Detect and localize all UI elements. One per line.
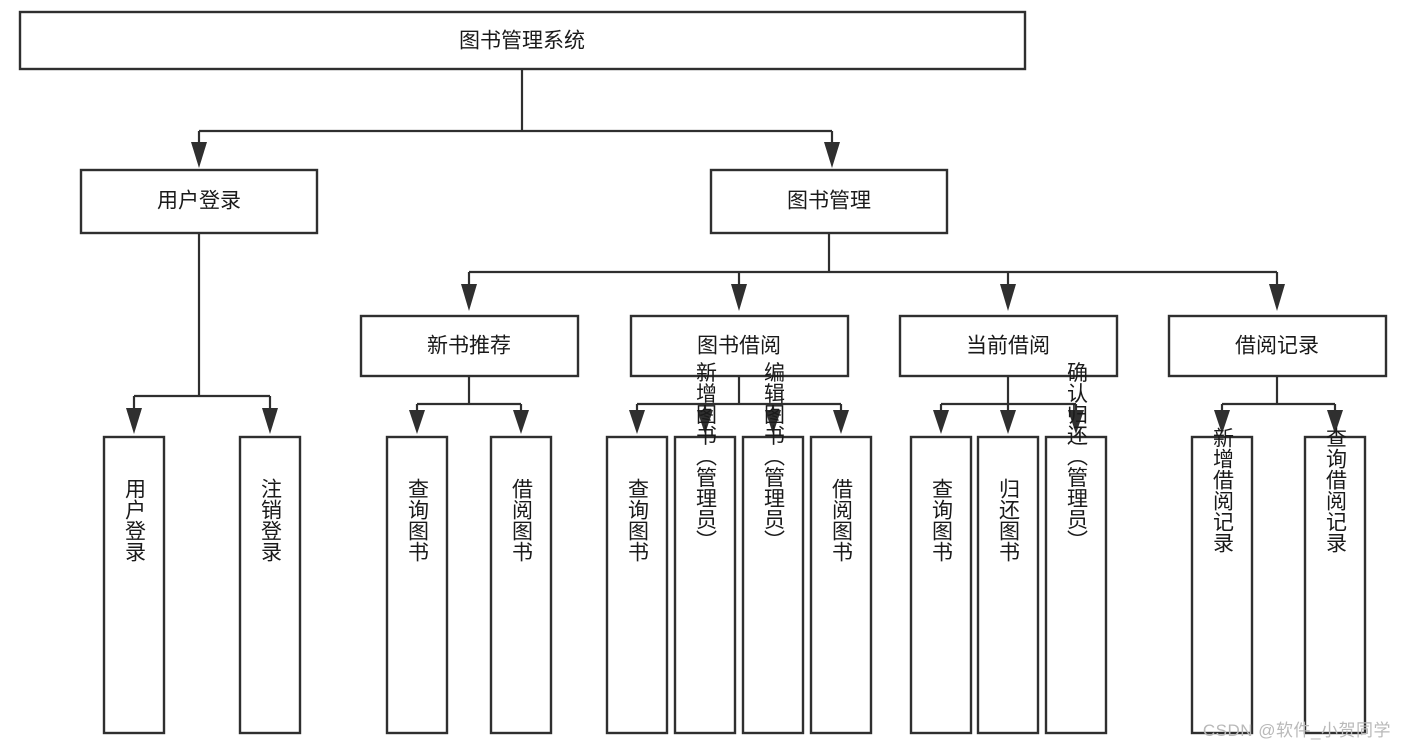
node-borrow-record[interactable]: 借阅记录 [1167, 314, 1388, 378]
arrow-head-icon [1214, 410, 1230, 434]
leaf-edit-book-admin-label: 编辑图书（管理员） [762, 362, 786, 551]
leaf-return-book-box[interactable] [976, 435, 1040, 735]
leaf-query-book-1[interactable]: 查询图书 [385, 435, 449, 735]
connector-layer [126, 69, 1343, 434]
arrow-head-icon [1327, 410, 1343, 434]
node-book-management-label: 图书管理 [787, 190, 871, 213]
leaf-add-book-admin-box[interactable] [673, 435, 737, 735]
leaf-borrow-book-2-label: 借阅图书 [830, 478, 854, 562]
arrow-head-icon [824, 142, 840, 168]
node-book-management[interactable]: 图书管理 [709, 168, 949, 235]
leaf-add-borrow-record[interactable]: 新增借阅记录 [1190, 427, 1254, 735]
leaf-add-borrow-record-label: 新增借阅记录 [1211, 427, 1235, 553]
leaf-query-book-2-box[interactable] [605, 435, 669, 735]
node-user-login-box[interactable] [79, 168, 319, 235]
node-new-book-recommend[interactable]: 新书推荐 [359, 314, 580, 378]
arrow-head-icon [262, 408, 278, 434]
node-book-borrow-label: 图书借阅 [697, 335, 781, 358]
leaf-confirm-return-admin[interactable]: 确认归还（管理员） [1044, 362, 1108, 735]
leaf-borrow-book-2-box[interactable] [809, 435, 873, 735]
leaf-query-book-1-label: 查询图书 [406, 478, 430, 562]
leaf-user-login-box[interactable] [102, 435, 166, 735]
node-current-borrow-box[interactable] [898, 314, 1119, 378]
leaf-return-book[interactable]: 归还图书 [976, 435, 1040, 735]
arrow-head-icon [765, 410, 781, 434]
node-book-borrow-box[interactable] [629, 314, 850, 378]
leaf-user-login[interactable]: 用户登录 [102, 435, 166, 735]
arrow-head-icon [1000, 410, 1016, 434]
leaf-edit-book-admin-box[interactable] [741, 435, 805, 735]
node-user-login-label: 用户登录 [157, 190, 241, 213]
node-root-label: 图书管理系统 [459, 30, 585, 53]
leaf-query-book-2[interactable]: 查询图书 [605, 435, 669, 735]
arrow-head-icon [629, 410, 645, 434]
node-borrow-record-box[interactable] [1167, 314, 1388, 378]
leaf-logout-box[interactable] [238, 435, 302, 735]
leaf-edit-book-admin[interactable]: 编辑图书（管理员） [741, 362, 805, 735]
arrow-head-icon [513, 410, 529, 434]
arrow-head-icon [933, 410, 949, 434]
node-book-borrow[interactable]: 图书借阅 [629, 314, 850, 378]
leaf-query-book-3[interactable]: 查询图书 [909, 435, 973, 735]
arrow-head-icon [461, 284, 477, 311]
leaf-query-borrow-record-box[interactable] [1303, 435, 1367, 735]
arrow-head-icon [1068, 410, 1084, 434]
leaf-return-book-label: 归还图书 [997, 478, 1021, 562]
node-borrow-record-label: 借阅记录 [1235, 335, 1319, 358]
arrow-head-icon [191, 142, 207, 168]
leaf-borrow-book-2[interactable]: 借阅图书 [809, 435, 873, 735]
arrow-head-icon [1000, 284, 1016, 311]
arrow-head-icon [1269, 284, 1285, 311]
leaf-confirm-return-admin-box[interactable] [1044, 435, 1108, 735]
csdn-watermark: CSDN @软件_小贺同学 [1202, 721, 1391, 740]
leaf-query-book-1-box[interactable] [385, 435, 449, 735]
arrow-head-icon [126, 408, 142, 434]
leaf-borrow-book-1-box[interactable] [489, 435, 553, 735]
node-current-borrow-label: 当前借阅 [966, 335, 1050, 358]
node-root-box[interactable] [18, 10, 1027, 71]
leaf-query-book-2-label: 查询图书 [626, 478, 650, 562]
leaf-add-borrow-record-box[interactable] [1190, 435, 1254, 735]
arrow-head-icon [731, 284, 747, 311]
node-new-book-recommend-label: 新书推荐 [427, 335, 511, 358]
leaf-query-book-3-label: 查询图书 [930, 478, 954, 562]
node-user-login[interactable]: 用户登录 [79, 168, 319, 235]
node-root[interactable]: 图书管理系统 [18, 10, 1027, 71]
leaf-add-book-admin[interactable]: 新增图书（管理员） [673, 362, 737, 735]
leaf-query-book-3-box[interactable] [909, 435, 973, 735]
leaf-add-book-admin-label: 新增图书（管理员） [694, 362, 718, 551]
leaf-borrow-book-1-label: 借阅图书 [510, 478, 534, 562]
leaf-logout[interactable]: 注销登录 [238, 435, 302, 735]
leaf-user-login-label: 用户登录 [123, 478, 147, 562]
node-new-book-recommend-box[interactable] [359, 314, 580, 378]
leaf-query-borrow-record[interactable]: 查询借阅记录 [1303, 427, 1367, 735]
arrow-head-icon [409, 410, 425, 434]
leaf-logout-label: 注销登录 [259, 478, 283, 562]
node-book-management-box[interactable] [709, 168, 949, 235]
arrow-head-icon [697, 410, 713, 434]
arrow-head-icon [833, 410, 849, 434]
leaf-query-borrow-record-label: 查询借阅记录 [1324, 427, 1348, 553]
leaf-confirm-return-admin-label: 确认归还（管理员） [1065, 362, 1089, 551]
leaf-borrow-book-1[interactable]: 借阅图书 [489, 435, 553, 735]
node-current-borrow[interactable]: 当前借阅 [898, 314, 1119, 378]
